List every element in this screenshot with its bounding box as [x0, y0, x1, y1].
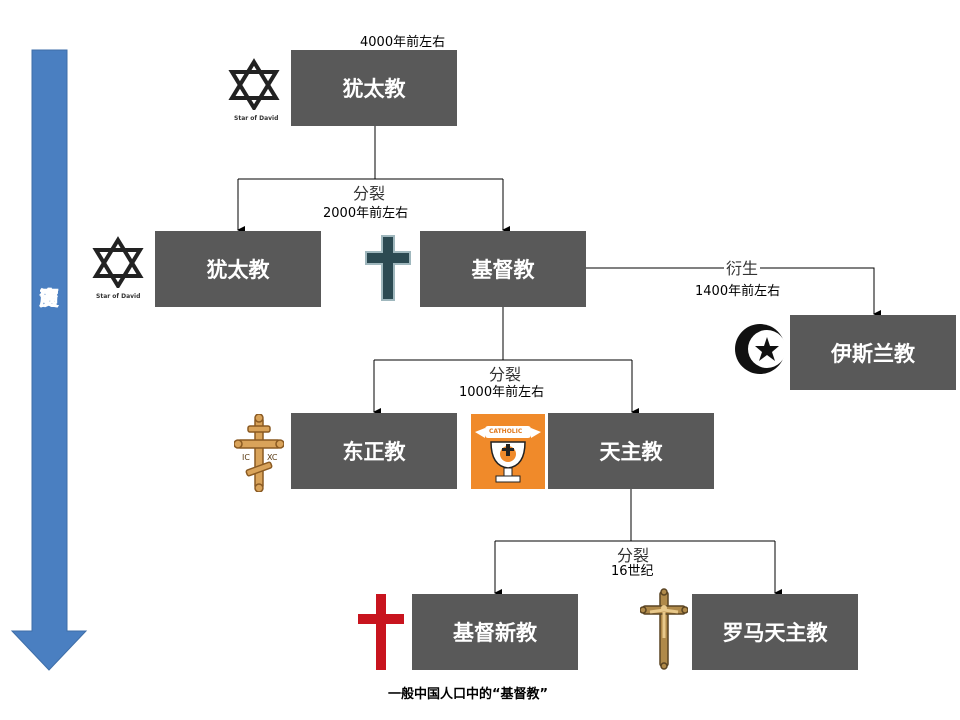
arrow-to-islam — [586, 267, 881, 318]
star-caption: Star of David — [234, 115, 279, 122]
node-orthodox: 东正教 — [291, 413, 457, 489]
node-christianity: 基督教 — [420, 231, 586, 307]
label-derive-word: 衍生 — [724, 259, 761, 278]
crescent-star-icon — [735, 324, 786, 374]
label-split1-word: 分裂 — [353, 184, 386, 203]
node-roman-catholic: 罗马天主教 — [692, 594, 858, 670]
label-split1-time: 2000年前左右 — [323, 206, 409, 221]
node-catholic: 天主教 — [548, 413, 714, 489]
footnote: 一般中国人口中的“基督教” — [388, 687, 549, 702]
svg-text:IC: IC — [242, 453, 250, 462]
label-split2-word: 分裂 — [489, 365, 522, 384]
timeline-char: 史 — [39, 286, 59, 310]
badge-text: CATHOLIC — [489, 428, 523, 435]
star-caption: Star of David — [96, 293, 141, 300]
svg-text:XC: XC — [267, 453, 278, 462]
latin-cross-icon — [365, 235, 411, 301]
label-split2-time: 1000年前左右 — [459, 385, 545, 400]
label-root-time: 4000年前左右 — [360, 35, 446, 50]
label-derive-time: 1400年前左右 — [695, 284, 781, 299]
node-judaism: 犹太教 — [155, 231, 321, 307]
timeline-char: 变 — [39, 286, 59, 310]
crucifix-icon — [640, 588, 688, 670]
catholic-badge-icon — [471, 414, 545, 489]
star-of-david-icon — [228, 58, 280, 110]
red-cross-icon — [358, 594, 404, 670]
node-protestant: 基督新教 — [412, 594, 578, 670]
timeline-arrow — [10, 49, 88, 671]
orthodox-cross-icon: IC XC — [234, 414, 284, 492]
timeline-char: 演 — [39, 286, 59, 310]
node-judaism-root: 犹太教 — [291, 50, 457, 126]
star-of-david-icon — [92, 236, 144, 288]
label-split3-time: 16世纪 — [611, 564, 654, 579]
label-split3-word: 分裂 — [617, 546, 650, 565]
timeline-char: 历 — [39, 286, 59, 310]
node-islam: 伊斯兰教 — [790, 315, 956, 390]
